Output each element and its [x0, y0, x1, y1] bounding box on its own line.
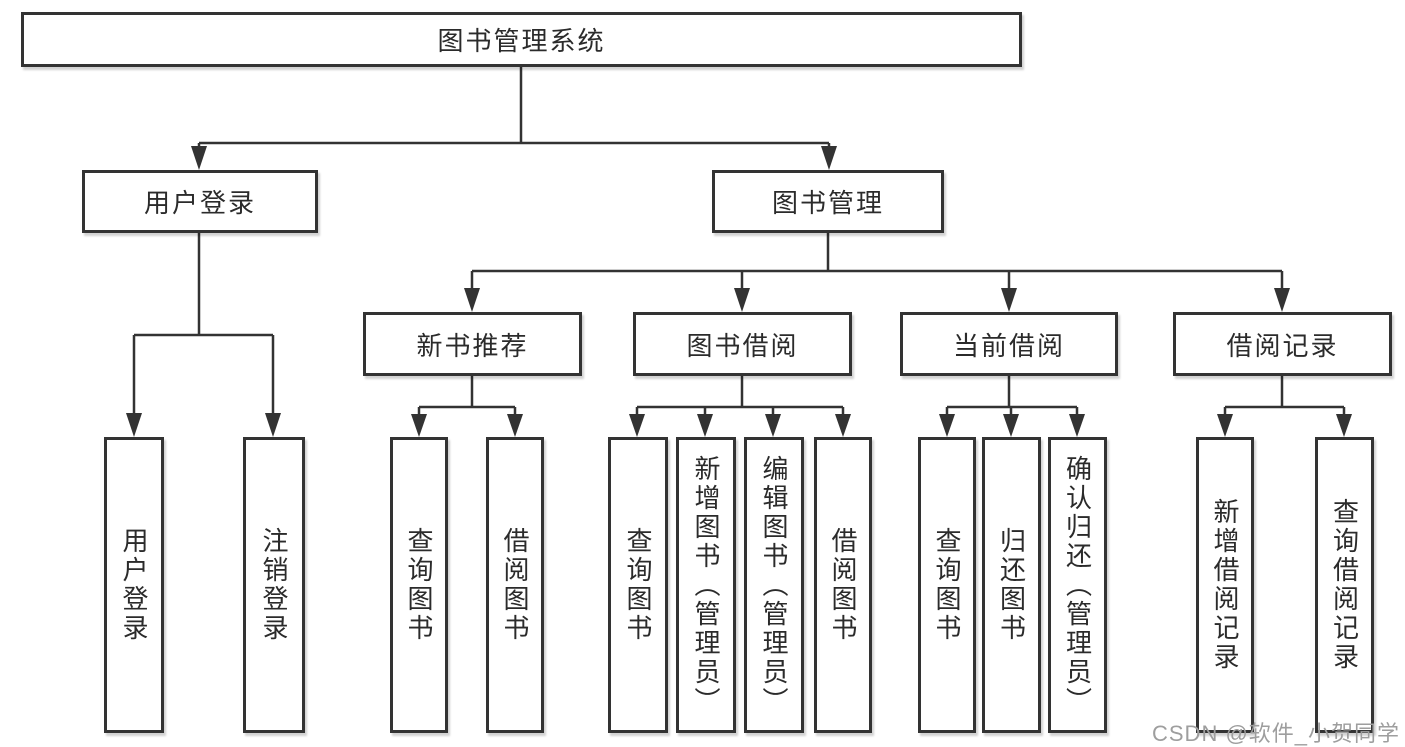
node-label: 用户登录 [143, 188, 256, 218]
leaf-user-login: 用户登录 [104, 437, 164, 733]
leaf-label: 用户登录 [119, 527, 149, 643]
leaf-label: 查询图书 [404, 527, 434, 643]
leaf-query-books-borrow: 查询图书 [608, 437, 668, 733]
leaf-label: 注销登录 [259, 527, 289, 643]
leaf-borrow-books-recommend: 借阅图书 [486, 437, 544, 733]
leaf-logout: 注销登录 [243, 437, 305, 733]
leaf-query-borrow-record: 查询借阅记录 [1315, 437, 1374, 733]
node-user-login-branch: 用户登录 [82, 170, 318, 233]
leaf-confirm-return-admin: 确认归还（管理员） [1048, 437, 1107, 733]
arrowheads [126, 146, 1352, 437]
connector-stems [132, 67, 1346, 415]
leaf-add-books-admin: 新增图书（管理员） [676, 437, 736, 733]
leaf-label: 查询图书 [932, 527, 962, 643]
node-library-management-system: 图书管理系统 [21, 12, 1022, 67]
leaf-return-books: 归还图书 [982, 437, 1041, 733]
leaf-label: 查询图书 [623, 527, 653, 643]
leaf-label: 编辑图书（管理员） [759, 454, 789, 716]
leaf-label: 新增图书（管理员） [691, 454, 721, 716]
node-label: 借阅记录 [1226, 330, 1339, 361]
node-new-book-recommend: 新书推荐 [363, 312, 582, 376]
leaf-label: 确认归还（管理员） [1062, 454, 1093, 716]
leaf-query-books-recommend: 查询图书 [390, 437, 448, 733]
node-book-borrow: 图书借阅 [633, 312, 852, 376]
node-label: 图书管理系统 [437, 26, 606, 56]
csdn-watermark: CSDN @软件_小贺同学 [1152, 721, 1401, 746]
leaf-label: 借阅图书 [500, 527, 530, 643]
leaf-add-borrow-record: 新增借阅记录 [1196, 437, 1254, 733]
leaf-label: 借阅图书 [828, 527, 858, 643]
node-book-management-branch: 图书管理 [712, 170, 944, 233]
node-label: 图书管理 [771, 188, 884, 218]
node-label: 新书推荐 [416, 330, 529, 361]
leaf-query-books-current: 查询图书 [918, 437, 976, 733]
leaf-label: 归还图书 [996, 527, 1027, 643]
node-label: 图书借阅 [686, 330, 799, 361]
leaf-borrow-books: 借阅图书 [814, 437, 872, 733]
node-label: 当前借阅 [952, 330, 1065, 361]
leaf-edit-books-admin: 编辑图书（管理员） [744, 437, 804, 733]
node-current-borrow: 当前借阅 [900, 312, 1118, 376]
leaf-label: 新增借阅记录 [1210, 498, 1240, 672]
leaf-label: 查询借阅记录 [1329, 498, 1360, 672]
node-borrow-records: 借阅记录 [1173, 312, 1392, 376]
